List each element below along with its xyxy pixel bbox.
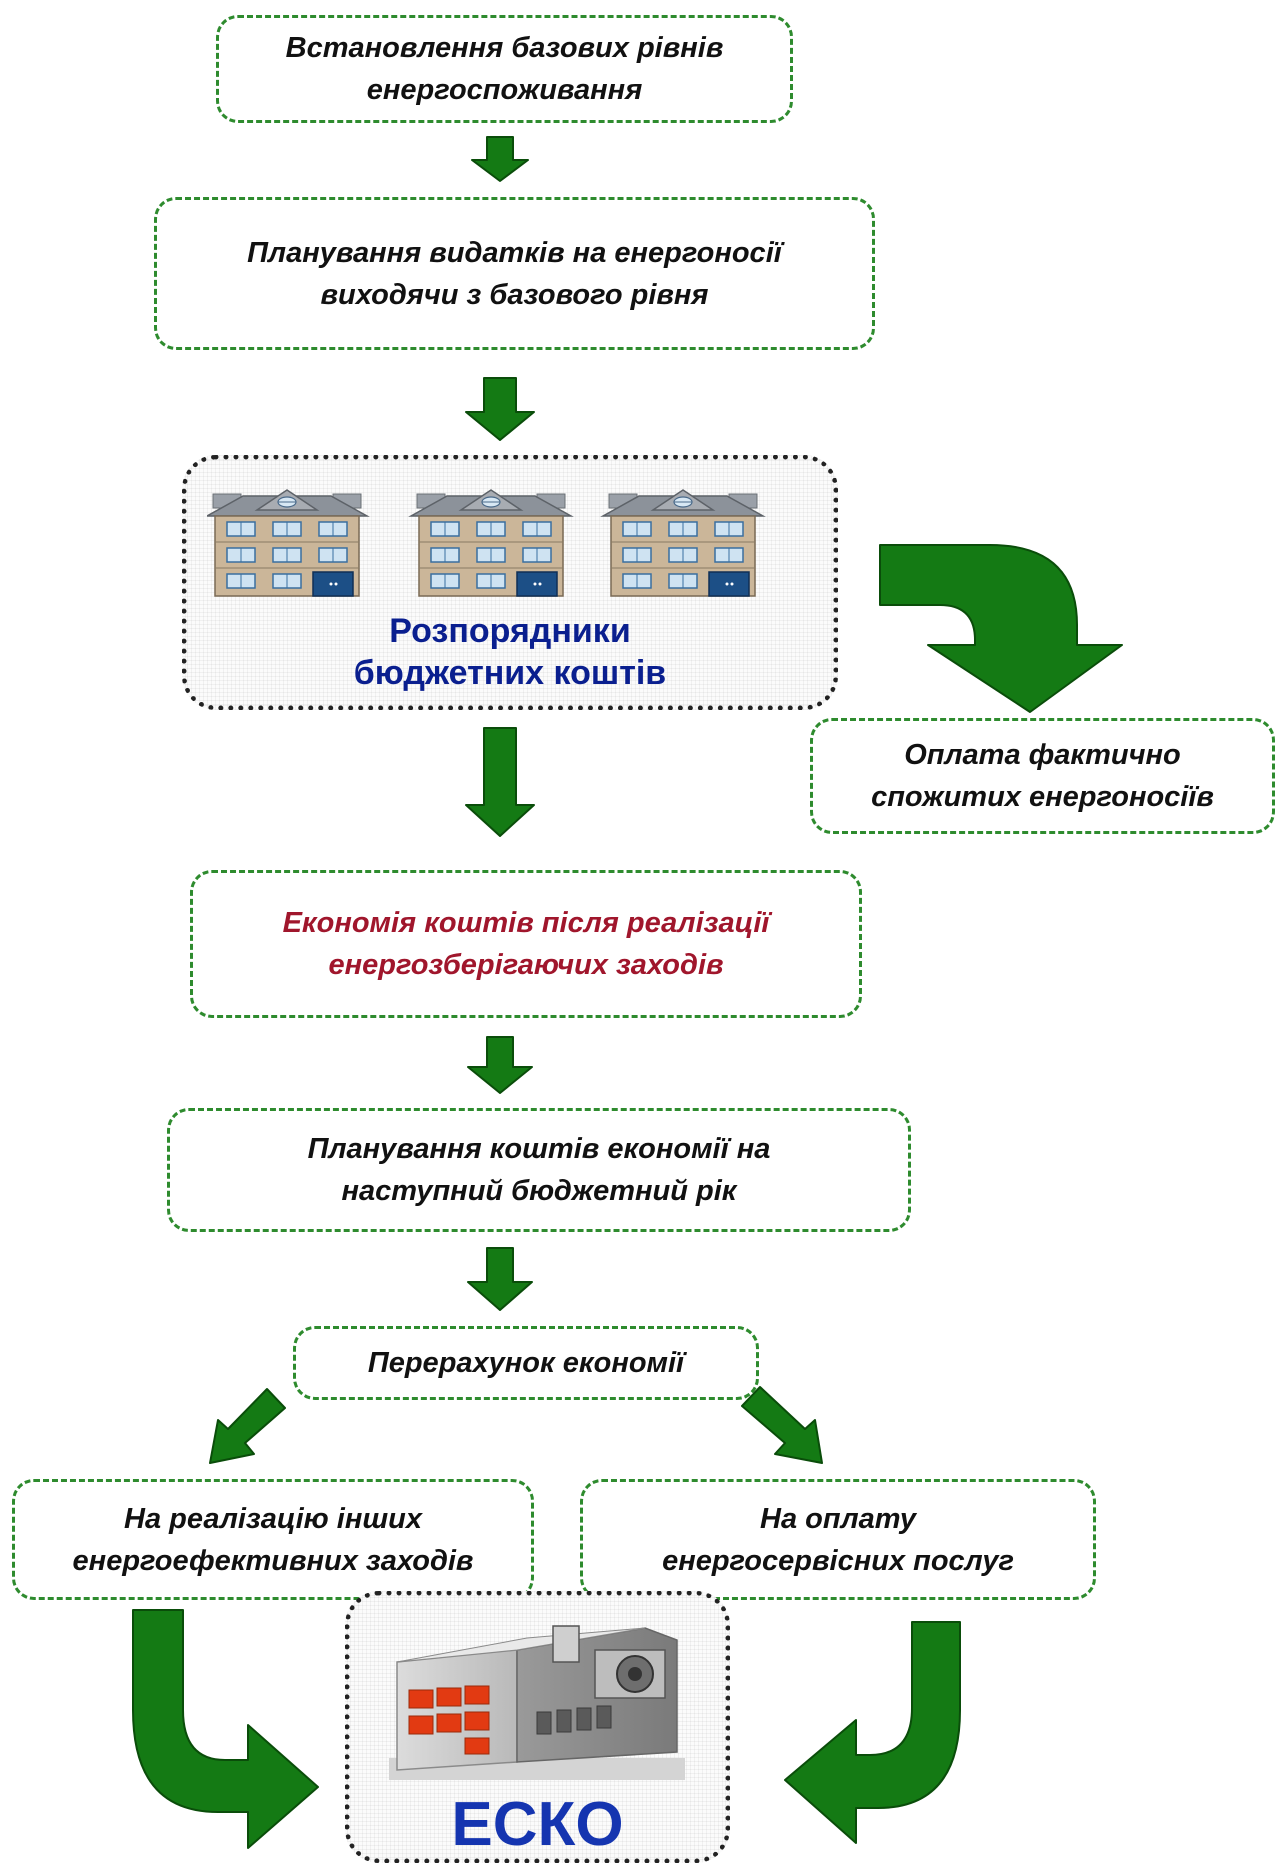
arrow-diagonal-left [209,1388,286,1464]
managers-label-line-2: бюджетних коштів [353,654,667,692]
step-planning-line-1: Планування видатків на енергоносії [247,236,782,269]
step-other-measures: На реалізацію інших енергоефективних зах… [12,1479,534,1600]
arrow-down-1 [471,136,529,182]
step-savings: Економія коштів після реалізації енергоз… [190,870,862,1018]
step-other-measures-line-1: На реалізацію інших [124,1502,422,1535]
esco-label: ЕСКО [451,1790,624,1859]
arrow-curved-esco-right [784,1621,961,1844]
step-payment: Оплата фактично спожитих енергоносіїв [810,718,1275,834]
step-planning-savings-line-2: наступний бюджетний рік [341,1175,737,1207]
step-other-measures-line-2: енергоефективних заходів [72,1544,474,1577]
arrow-down-5 [467,1247,533,1311]
arrow-curved-esco-left [132,1609,319,1849]
arrow-diagonal-right [741,1386,823,1464]
step-planning-savings: Планування коштів економії на наступний … [167,1108,911,1232]
esco-box: ЕСКО [345,1591,730,1863]
step-savings-line-2: енергозберігаючих заходів [328,949,724,981]
building-icon [207,489,368,597]
arrow-curved-payment [879,544,1123,713]
step-planning-savings-line-1: Планування коштів економії на [307,1133,771,1165]
step-baseline-line-1: Встановлення базових рівнів [285,32,724,64]
step-baseline-line-2: енергоспоживання [366,74,643,106]
step-payment-line-1: Оплата фактично [904,739,1181,771]
step-planning: Планування видатків на енергоносії виход… [154,197,875,350]
managers-label-line-1: Розпорядники [389,612,631,650]
arrow-down-4 [467,1036,533,1094]
step-payment-line-2: спожитих енергоносіїв [871,781,1214,813]
step-esco-services-line-1: На оплату [760,1502,916,1535]
managers-label: Розпорядники бюджетних коштів [187,610,833,694]
budget-managers-box: Розпорядники бюджетних коштів [182,455,838,710]
factory-building-icon [389,1625,685,1780]
step-esco-services: На оплату енергосервісних послуг [580,1479,1096,1600]
building-icon [602,489,764,597]
step-esco-services-line-2: енергосервісних послуг [662,1544,1014,1577]
step-baseline: Встановлення базових рівнів енергоспожив… [216,15,793,123]
managers-buildings-illustration [207,489,764,597]
building-icon [410,489,572,597]
step-savings-line-1: Економія коштів після реалізації [282,907,770,939]
step-recalc: Перерахунок економії [293,1326,759,1400]
arrow-down-2 [465,377,535,441]
step-recalc-line-1: Перерахунок економії [367,1347,685,1379]
arrow-down-3 [465,727,535,837]
step-planning-line-2: виходячи з базового рівня [320,278,709,311]
